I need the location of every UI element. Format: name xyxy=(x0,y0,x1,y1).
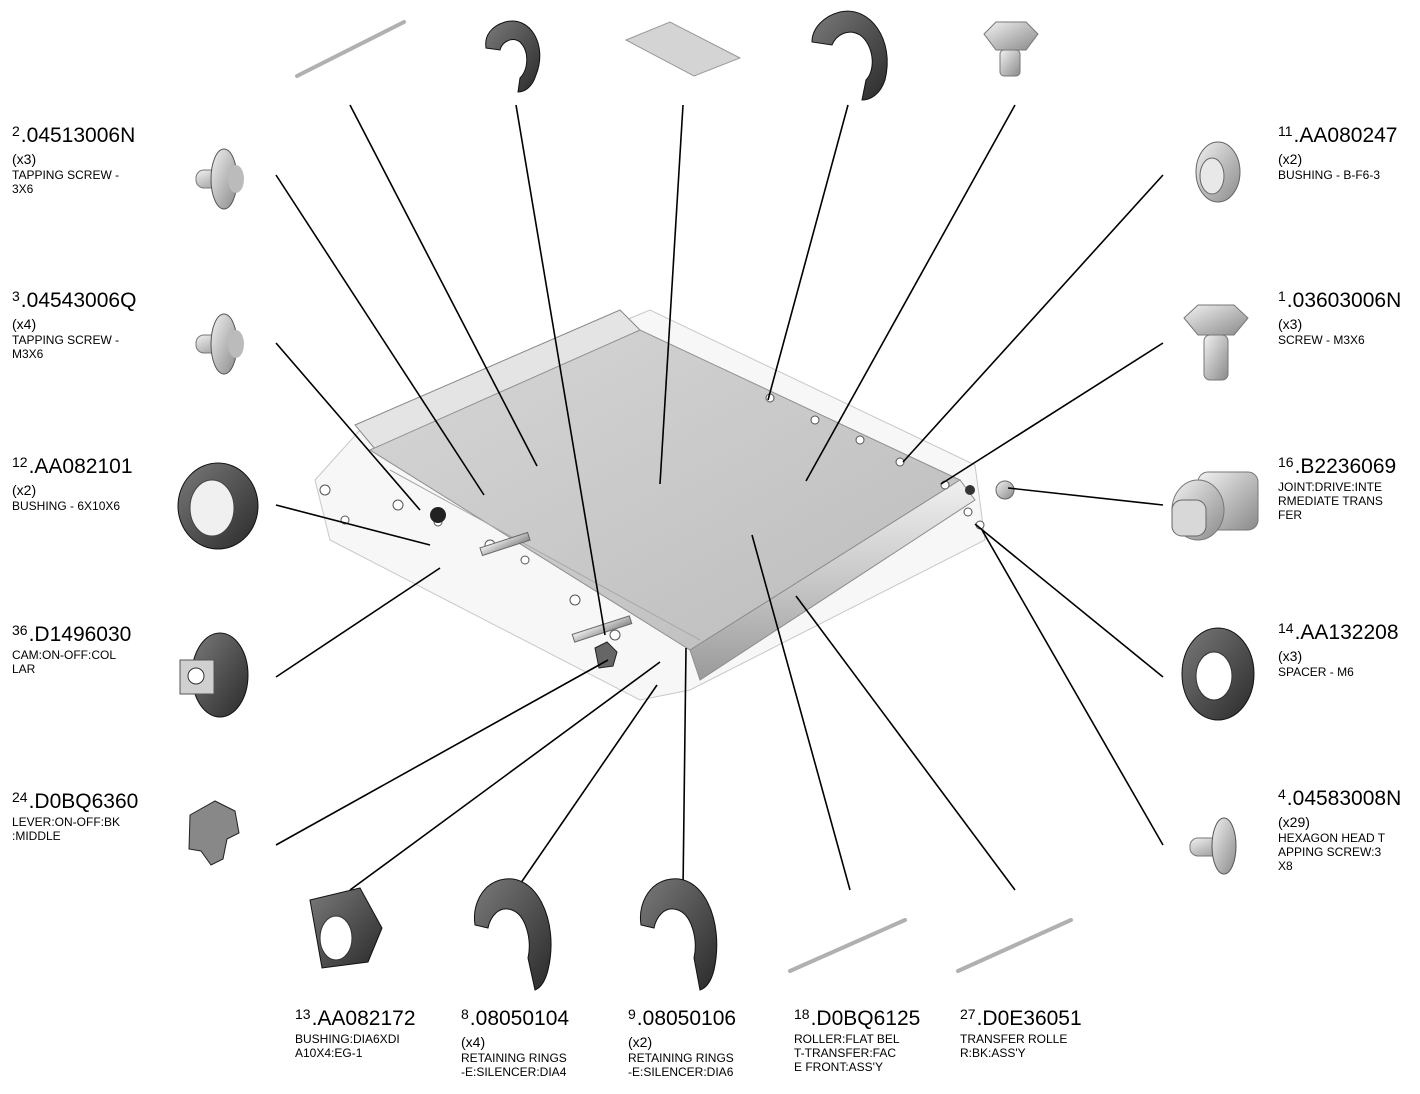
part-number: 12.AA082101 xyxy=(12,454,133,478)
transfer-belt-unit xyxy=(314,309,1015,701)
tapping-screw-part xyxy=(195,148,244,210)
part-label-3: 3.04543006Q (x4) TAPPING SCREW - M3X6 xyxy=(12,288,136,362)
part-description: SCREW - M3X6 xyxy=(1278,333,1365,348)
plate-part xyxy=(624,21,742,77)
bushing-part xyxy=(309,887,383,969)
part-quantity: (x2) xyxy=(628,1034,653,1051)
part-description: TAPPING SCREW - M3X6 xyxy=(12,333,120,362)
pin-shaft-part xyxy=(295,20,406,78)
part-quantity: (x3) xyxy=(12,151,37,168)
belt-crease xyxy=(389,469,701,641)
part-quantity: (x3) xyxy=(1278,316,1303,333)
part-description: SPACER - M6 xyxy=(1278,665,1354,680)
roller-shaft-part xyxy=(956,918,1073,973)
part-quantity: (x29) xyxy=(1278,814,1310,831)
part-quantity: (x4) xyxy=(461,1034,486,1051)
part-label-27: 27.D0E36051 TRANSFER ROLLE R:BK:ASS'Y xyxy=(960,1006,1082,1061)
part-label-2: 2.04513006N (x3) TAPPING SCREW - 3X6 xyxy=(12,123,135,197)
part-description: JOINT:DRIVE:INTE RMEDIATE TRANS FER xyxy=(1278,480,1383,522)
part-label-11: 11.AA080247 (x2) BUSHING - B-F6-3 xyxy=(1278,123,1397,183)
spacer-right xyxy=(965,485,975,495)
e-ring-small-part xyxy=(485,20,541,93)
part-label-36: 36.D1496030 CAM:ON-OFF:COL LAR xyxy=(12,622,131,677)
belt-bottom-edge xyxy=(689,479,976,681)
part-number: 13.AA082172 xyxy=(295,1006,416,1030)
part-number: 36.D1496030 xyxy=(12,622,132,646)
cam-part xyxy=(179,632,249,718)
part-description: RETAINING RINGS -E:SILENCER:DIA4 xyxy=(461,1051,567,1080)
lever-part xyxy=(188,800,240,866)
e-ring-part xyxy=(639,878,718,991)
part-quantity: (x2) xyxy=(12,482,37,499)
leader-lines xyxy=(275,104,1164,891)
hex-screw-part xyxy=(1183,304,1249,381)
e-ring-large-part xyxy=(811,10,888,101)
part-quantity: (x4) xyxy=(12,316,37,333)
bushing-flange-part xyxy=(1195,141,1241,203)
part-number: 14.AA132208 xyxy=(1278,620,1399,644)
part-label-9: 9.08050106 (x2) RETAINING RINGS -E:SILEN… xyxy=(628,1006,736,1080)
part-number: 24.D0BQ6360 xyxy=(12,789,139,813)
part-label-1: 1.03603006N (x3) SCREW - M3X6 xyxy=(1278,288,1401,348)
part-quantity: (x2) xyxy=(1278,151,1303,168)
part-number: 27.D0E36051 xyxy=(960,1006,1082,1030)
part-number: 3.04543006Q xyxy=(12,288,137,312)
part-label-16: 16.B2236069 JOINT:DRIVE:INTE RMEDIATE TR… xyxy=(1278,454,1396,523)
part-description: RETAINING RINGS -E:SILENCER:DIA6 xyxy=(628,1051,734,1080)
hex-screw-part xyxy=(983,21,1039,77)
part-label-4: 4.04583008N (x29) HEXAGON HEAD T APPING … xyxy=(1278,786,1401,874)
part-number: 8.08050104 xyxy=(461,1006,570,1030)
part-description: LEVER:ON-OFF:BK :MIDDLE xyxy=(12,815,121,843)
part-description: TRANSFER ROLLE R:BK:ASS'Y xyxy=(960,1032,1068,1060)
bushing-part xyxy=(177,462,259,550)
bushing-left xyxy=(430,507,446,523)
drive-joint-part xyxy=(1171,471,1259,541)
part-description: ROLLER:FLAT BEL T-TRANSFER:FAC E FRONT:A… xyxy=(794,1032,900,1074)
spacer-part xyxy=(1181,627,1255,721)
part-quantity: (x3) xyxy=(1278,648,1303,665)
part-description: CAM:ON-OFF:COL LAR xyxy=(12,648,116,676)
part-number: 2.04513006N xyxy=(12,123,136,147)
tapping-screw-part xyxy=(1189,817,1237,875)
part-number: 16.B2236069 xyxy=(1278,454,1397,478)
part-description: BUSHING - B-F6-3 xyxy=(1278,168,1381,183)
part-number: 1.03603006N xyxy=(1278,288,1402,312)
part-number: 11.AA080247 xyxy=(1278,123,1398,147)
part-label-18: 18.D0BQ6125 ROLLER:FLAT BEL T-TRANSFER:F… xyxy=(794,1006,920,1075)
part-description: BUSHING - 6X10X6 xyxy=(12,499,121,514)
part-number: 9.08050106 xyxy=(628,1006,737,1030)
part-description: TAPPING SCREW - 3X6 xyxy=(12,168,120,197)
part-number: 18.D0BQ6125 xyxy=(794,1006,921,1030)
pin-shaft xyxy=(571,615,633,643)
part-label-14: 14.AA132208 (x3) SPACER - M6 xyxy=(1278,620,1399,680)
pin-shaft xyxy=(479,531,531,557)
part-label-12: 12.AA082101 (x2) BUSHING - 6X10X6 xyxy=(12,454,133,514)
part-label-8: 8.08050104 (x4) RETAINING RINGS -E:SILEN… xyxy=(461,1006,569,1080)
roller-shaft-part xyxy=(788,918,907,973)
e-ring-part xyxy=(473,878,552,991)
part-number: 4.04583008N xyxy=(1278,786,1402,810)
part-description: BUSHING:DIA6XDI A10X4:EG-1 xyxy=(295,1032,400,1060)
part-label-13: 13.AA082172 BUSHING:DIA6XDI A10X4:EG-1 xyxy=(295,1006,416,1061)
joint-right xyxy=(995,480,1015,500)
part-label-24: 24.D0BQ6360 LEVER:ON-OFF:BK :MIDDLE xyxy=(12,789,138,844)
part-description: HEXAGON HEAD T APPING SCREW:3 X8 xyxy=(1278,831,1386,873)
tapping-screw-part xyxy=(195,313,244,375)
